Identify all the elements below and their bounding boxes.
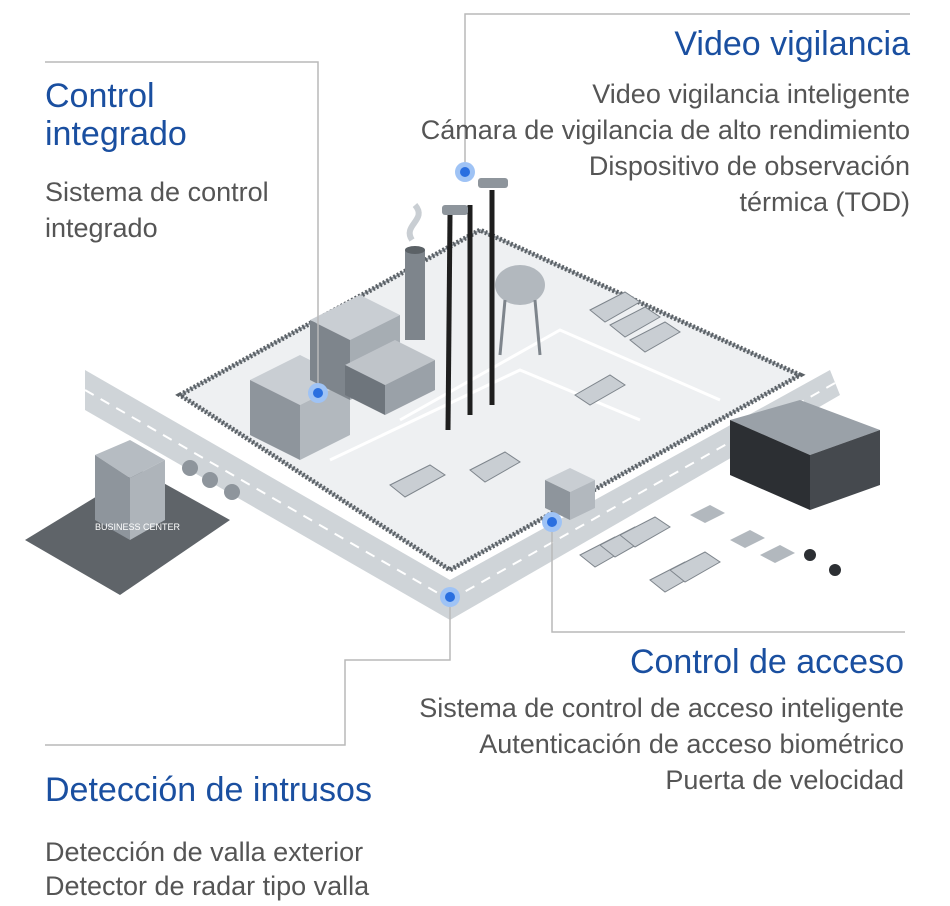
integrated-control-title-line2: integrado — [45, 115, 187, 153]
parking-cars — [690, 505, 841, 576]
trees — [182, 460, 240, 500]
water-tower — [495, 265, 545, 356]
trucks — [389, 291, 721, 593]
access-item-2: Autenticación de acceso biométrico — [479, 729, 904, 759]
access-item-3: Puerta de velocidad — [665, 765, 904, 795]
video-item-3: Dispositivo de observación — [588, 151, 910, 181]
video-item-1: Video vigilancia inteligente — [592, 79, 910, 109]
camera-poles — [445, 190, 495, 431]
access-control-title: Control de acceso — [629, 643, 904, 681]
video-surveillance-title: Video vigilancia — [674, 25, 910, 63]
video-item-4: térmica (TOD) — [739, 187, 910, 217]
warehouse — [730, 400, 880, 510]
chimney — [405, 203, 425, 340]
integrated-control-title-line1: Control — [45, 77, 155, 115]
control-item-2: integrado — [45, 213, 158, 243]
control-item-1: Sistema de control — [45, 177, 269, 207]
camera-heads — [442, 178, 508, 215]
intrusion-item-1: Detección de valla exterior — [45, 837, 364, 867]
markers — [308, 162, 562, 607]
intrusion-detection-title: Detección de intrusos — [45, 771, 372, 809]
intrusion-item-2: Detector de radar tipo valla — [45, 871, 370, 901]
access-item-1: Sistema de control de acceso inteligente — [419, 693, 904, 723]
business-center-building: BUSINESS CENTER — [25, 440, 230, 595]
gate-house — [545, 468, 595, 520]
leader-lines — [45, 13, 910, 746]
video-item-2: Cámara de vigilancia de alto rendimiento — [420, 115, 910, 145]
perimeter-fence — [175, 227, 806, 573]
business-center-sign: BUSINESS CENTER — [95, 522, 181, 532]
